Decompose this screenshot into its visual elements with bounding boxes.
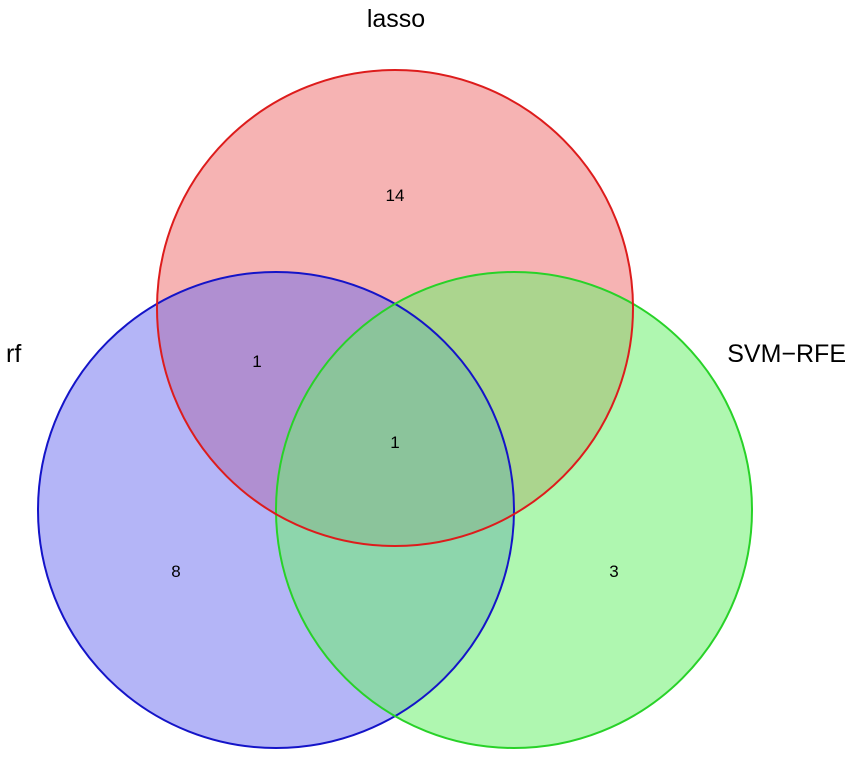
svm-rfe-label: SVM−RFE — [727, 340, 846, 368]
lasso-rf-count: 1 — [252, 352, 261, 371]
svm-rfe-circle-outline — [275, 271, 753, 749]
set-fills — [38, 70, 752, 748]
svm-rfe-only-count: 3 — [609, 562, 618, 581]
lasso-circle-outline — [156, 69, 634, 547]
lasso-only-count: 14 — [386, 186, 405, 205]
all-three-count: 1 — [390, 433, 399, 452]
lasso-label: lasso — [367, 5, 425, 33]
rf-circle-outline — [37, 271, 515, 749]
rf-label: rf — [6, 340, 21, 368]
rf-only-count: 8 — [171, 562, 180, 581]
set-outlines — [37, 69, 753, 749]
